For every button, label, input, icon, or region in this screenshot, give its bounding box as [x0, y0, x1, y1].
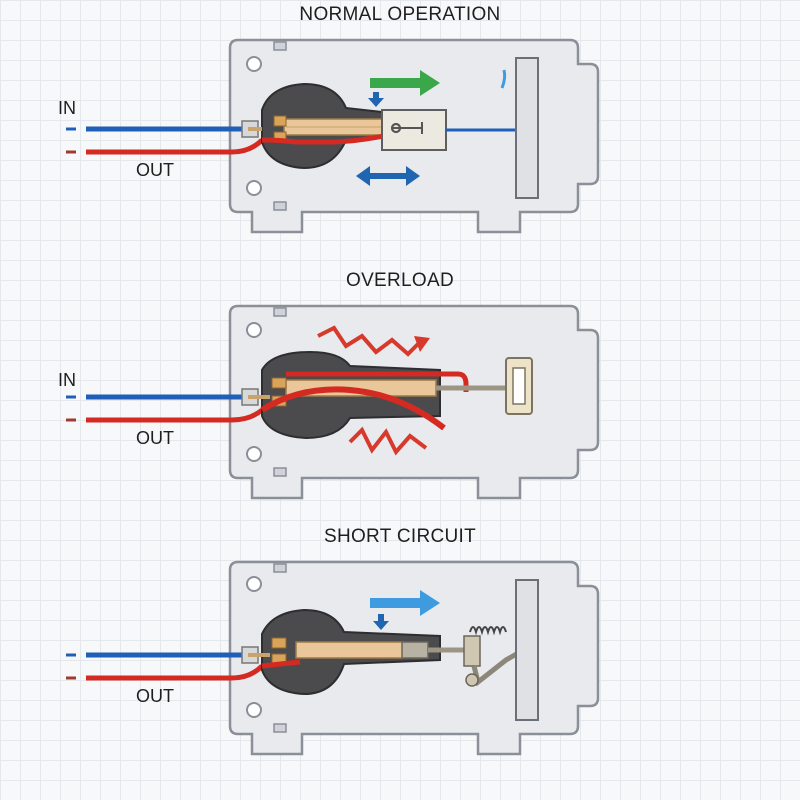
- mounting-hole-icon: [246, 180, 262, 196]
- panel-short-circuit: SHORT CIRCUIT OUT: [0, 526, 800, 798]
- in-label: IN: [58, 370, 76, 390]
- blue-double-arrow-icon: [356, 166, 420, 186]
- breaker-diagram-normal: [66, 38, 600, 234]
- mounting-hole-icon: [246, 56, 262, 72]
- breaker-diagram-short-circuit: [66, 560, 600, 756]
- panel-title: NORMAL OPERATION: [299, 4, 501, 25]
- mounting-hole-icon: [246, 446, 262, 462]
- contact-plate: [515, 579, 539, 721]
- out-label: OUT: [136, 686, 174, 706]
- wire-out: [86, 138, 264, 155]
- breaker-diagram-overload: [66, 304, 600, 500]
- blue-arrow-down-icon: [373, 614, 389, 630]
- mounting-hole-icon: [246, 322, 262, 338]
- wire-out: [86, 408, 264, 423]
- panel-title: SHORT CIRCUIT: [323, 526, 477, 547]
- mounting-hole-icon: [246, 702, 262, 718]
- trip-lever: [471, 649, 522, 687]
- out-label: OUT: [136, 428, 174, 448]
- spring-icon: [469, 626, 507, 636]
- panel-title: OVERLOAD: [346, 270, 454, 291]
- heat-zigzag-icon: [348, 426, 428, 456]
- heat-zigzag-arrow-icon: [317, 325, 430, 357]
- light-blue-arrow-right-icon: [370, 590, 440, 616]
- contact-plate: [515, 57, 539, 199]
- mounting-hole-icon: [246, 576, 262, 592]
- wire-out: [86, 664, 264, 681]
- panel-normal-operation: NORMAL OPERATION IN OUT: [0, 0, 800, 266]
- blue-arrow-down-icon: [368, 92, 384, 107]
- panel-overload: OVERLOAD IN OUT: [0, 266, 800, 532]
- bimetal-strip: [295, 641, 405, 659]
- green-arrow-right-icon: [370, 70, 440, 96]
- out-label: OUT: [136, 160, 174, 180]
- in-label: IN: [58, 98, 76, 118]
